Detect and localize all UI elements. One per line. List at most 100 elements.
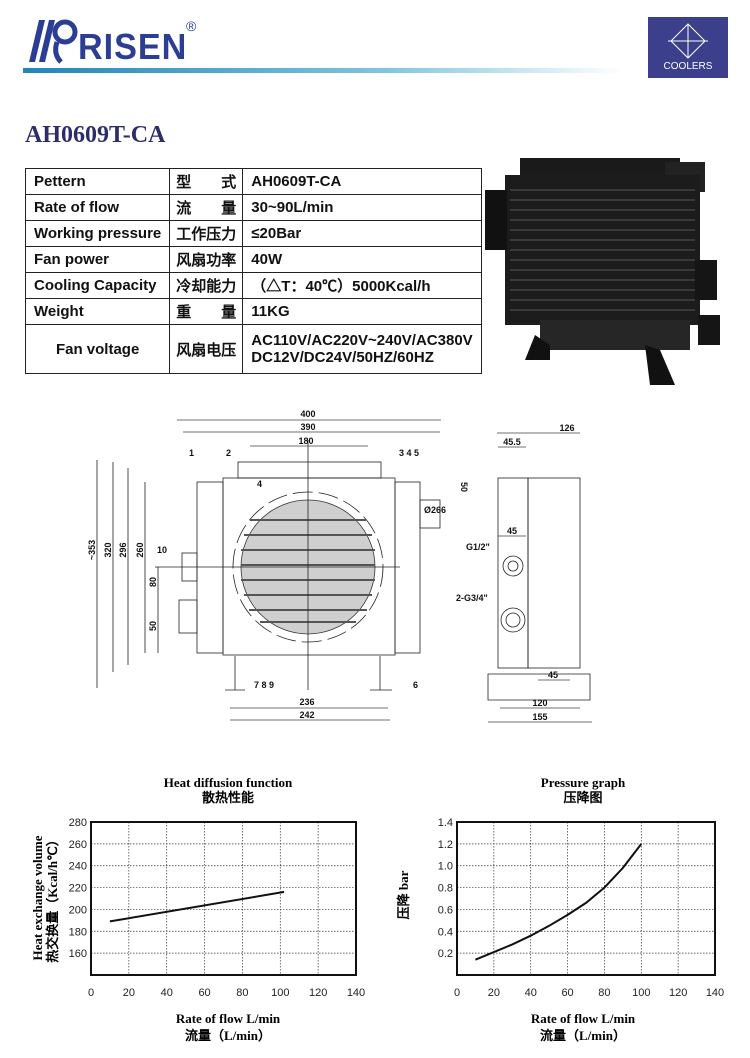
plot-area xyxy=(90,821,357,976)
y-tick-label: 200 xyxy=(69,904,87,916)
y-tick-label: 280 xyxy=(69,817,87,829)
x-tick-label: 0 xyxy=(88,987,94,999)
spec-label: Weight xyxy=(24,298,171,325)
port-g12: G1/2" xyxy=(466,542,490,552)
dim-45: 45 xyxy=(507,526,517,536)
dim-180: 180 xyxy=(298,436,313,446)
dim-45-base: 45 xyxy=(548,670,558,680)
x-axis-label: Rate of flow L/min xyxy=(176,1011,281,1026)
x-axis-label: Rate of flow L/min xyxy=(531,1011,636,1026)
chart-subtitle: 压降图 xyxy=(563,790,602,805)
spec-label: Fan power xyxy=(24,246,171,273)
technical-drawing: 400 390 180 236 242 ~353 320 296 260 80 … xyxy=(87,409,592,723)
registered-mark: ® xyxy=(186,18,197,34)
spec-label: Working pressure xyxy=(24,220,171,247)
spec-label-cn: 重 量 xyxy=(169,298,244,325)
y-tick-label: 1.2 xyxy=(438,839,453,851)
front-view xyxy=(96,419,441,721)
plot-area xyxy=(456,821,716,976)
x-tick-label: 80 xyxy=(598,987,610,999)
y-axis-label-cn: 热交换量（Kcal/h℃） xyxy=(45,833,60,962)
badge-label: COOLERS xyxy=(663,61,713,72)
charts: Heat diffusion function 散热性能 Heat exchan… xyxy=(30,775,724,1043)
dim-260: 260 xyxy=(135,542,145,557)
heat-diffusion-chart: Heat diffusion function 散热性能 Heat exchan… xyxy=(30,775,365,1043)
dim-320: 320 xyxy=(103,542,113,557)
risen-logo-icon xyxy=(29,19,78,64)
y-axis-label: Heat exchange volume xyxy=(30,835,45,960)
x-tick-label: 0 xyxy=(454,987,460,999)
spec-label: Pettern xyxy=(24,168,171,195)
y-tick-label: 160 xyxy=(69,948,87,960)
dim-50-right: 50 xyxy=(459,482,469,492)
dim-50: 50 xyxy=(148,621,158,631)
series-line-heat xyxy=(109,890,285,923)
part-345: 3 4 5 xyxy=(399,448,419,458)
dim-120: 120 xyxy=(532,698,547,708)
side-view xyxy=(487,432,592,723)
y-tick-label: 260 xyxy=(69,839,87,851)
x-tick-label: 100 xyxy=(632,987,650,999)
spec-label-cn: 风扇电压 xyxy=(169,324,244,374)
part-4: 4 xyxy=(257,479,262,489)
y-tick-label: 240 xyxy=(69,861,87,873)
port-g34: 2-G3/4" xyxy=(456,593,488,603)
part-10: 10 xyxy=(157,545,167,555)
y-tick-label: 0.4 xyxy=(438,926,453,938)
dim-diameter: Ø266 xyxy=(424,505,446,515)
dim-236: 236 xyxy=(299,697,314,707)
y-tick-label: 0.8 xyxy=(438,883,453,895)
voltage-dc: DC12V/DC24V/50HZ/60HZ xyxy=(251,349,434,366)
spec-label-cn: 工作压力 xyxy=(169,220,244,247)
chart-title: Heat diffusion function xyxy=(164,775,293,790)
y-tick-label: 220 xyxy=(69,883,87,895)
x-tick-label: 140 xyxy=(347,987,365,999)
spec-label: Fan voltage xyxy=(24,324,171,374)
x-tick-label: 40 xyxy=(525,987,537,999)
spec-value: 11KG xyxy=(242,298,482,325)
dim-126: 126 xyxy=(559,423,574,433)
dim-155: 155 xyxy=(532,712,547,722)
part-789: 7 8 9 xyxy=(254,680,274,690)
x-tick-label: 40 xyxy=(161,987,173,999)
part-6: 6 xyxy=(413,680,418,690)
dim-400: 400 xyxy=(300,409,315,419)
spec-value: （△T：40℃）5000Kcal/h xyxy=(242,272,482,299)
series-line-pressure xyxy=(475,843,643,961)
dim-390: 390 xyxy=(300,422,315,432)
dim-242: 242 xyxy=(299,710,314,720)
part-1: 1 xyxy=(189,448,194,458)
model-title: AH0609T-CA xyxy=(25,122,166,148)
chart-subtitle: 散热性能 xyxy=(202,790,254,805)
dim-296: 296 xyxy=(118,542,128,557)
x-tick-label: 20 xyxy=(123,987,135,999)
y-axis-label: 压降 bar xyxy=(396,870,411,919)
part-2: 2 xyxy=(226,448,231,458)
x-tick-label: 120 xyxy=(309,987,327,999)
dim-45-5: 45.5 xyxy=(503,437,521,447)
x-axis-label-cn: 流量（L/min） xyxy=(540,1028,626,1043)
voltage-ac: AC110V/AC220V~240V/AC380V xyxy=(251,332,473,349)
chart-title: Pressure graph xyxy=(541,775,626,790)
x-tick-label: 80 xyxy=(236,987,248,999)
y-tick-label: 0.2 xyxy=(438,948,453,960)
pressure-chart: Pressure graph 压降图 压降 bar Rate of flow L… xyxy=(396,775,724,1043)
header-divider xyxy=(23,68,623,73)
dim-353: ~353 xyxy=(87,540,97,560)
x-tick-label: 60 xyxy=(561,987,573,999)
y-tick-label: 1.0 xyxy=(438,861,453,873)
spec-label: Rate of flow xyxy=(24,194,171,221)
dim-80: 80 xyxy=(148,577,158,587)
y-tick-label: 1.4 xyxy=(438,817,453,829)
product-photo xyxy=(485,158,720,385)
brand-name: RISEN xyxy=(78,26,188,67)
x-tick-label: 100 xyxy=(271,987,289,999)
y-tick-label: 180 xyxy=(69,926,87,938)
y-tick-label: 0.6 xyxy=(438,904,453,916)
